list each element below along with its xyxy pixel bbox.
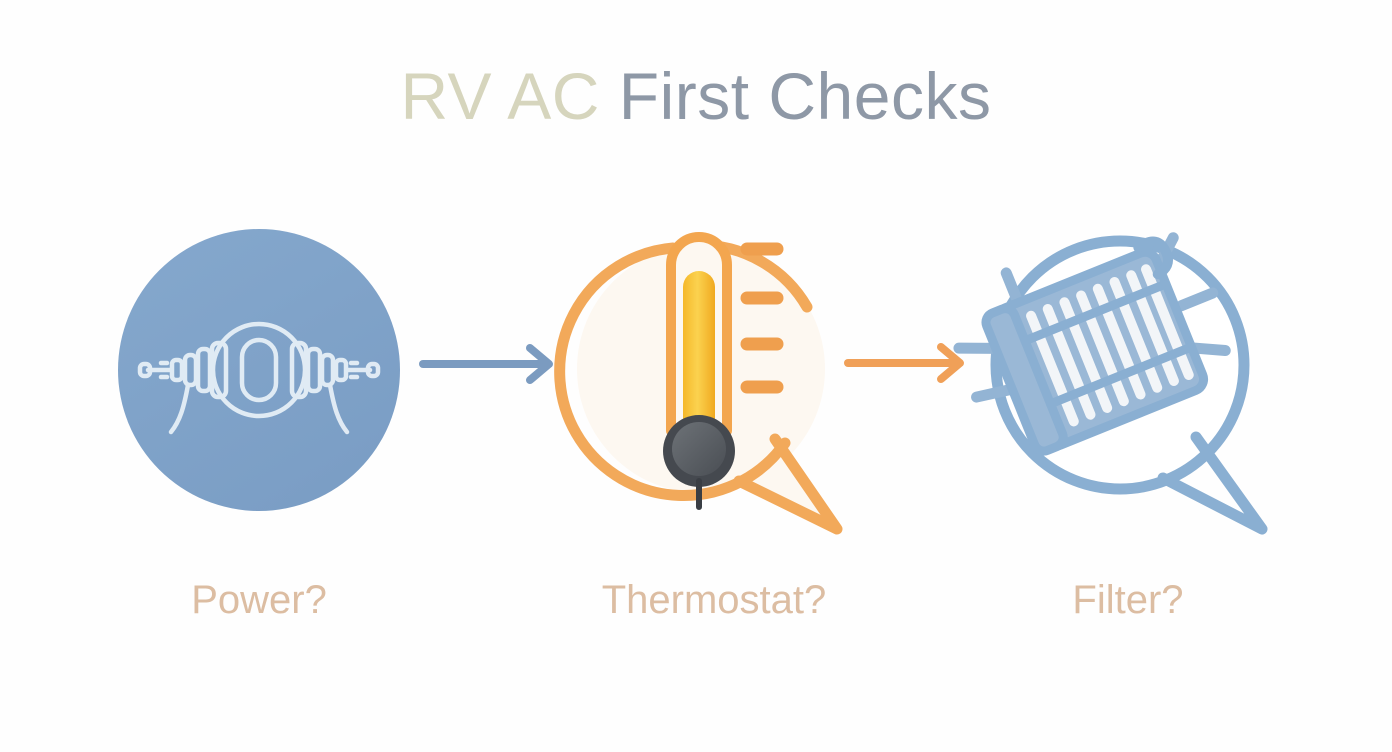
step-power[interactable] xyxy=(114,229,404,539)
arrow-thermostat-to-filter xyxy=(844,338,971,384)
step-filter[interactable] xyxy=(953,229,1275,539)
page-title: RV AC First Checks xyxy=(0,59,1392,133)
power-plug-icon xyxy=(114,229,404,539)
step-label-thermostat: Thermostat? xyxy=(601,578,827,622)
thermometer-icon xyxy=(554,229,859,539)
title-main-text: First Checks xyxy=(618,59,992,133)
air-filter-icon xyxy=(953,229,1275,539)
step-thermostat[interactable] xyxy=(554,229,859,539)
step-label-power: Power? xyxy=(191,578,327,622)
title-accent-text: RV AC xyxy=(400,59,619,133)
arrow-power-to-thermostat xyxy=(418,341,560,387)
step-label-filter: Filter? xyxy=(1072,578,1184,622)
